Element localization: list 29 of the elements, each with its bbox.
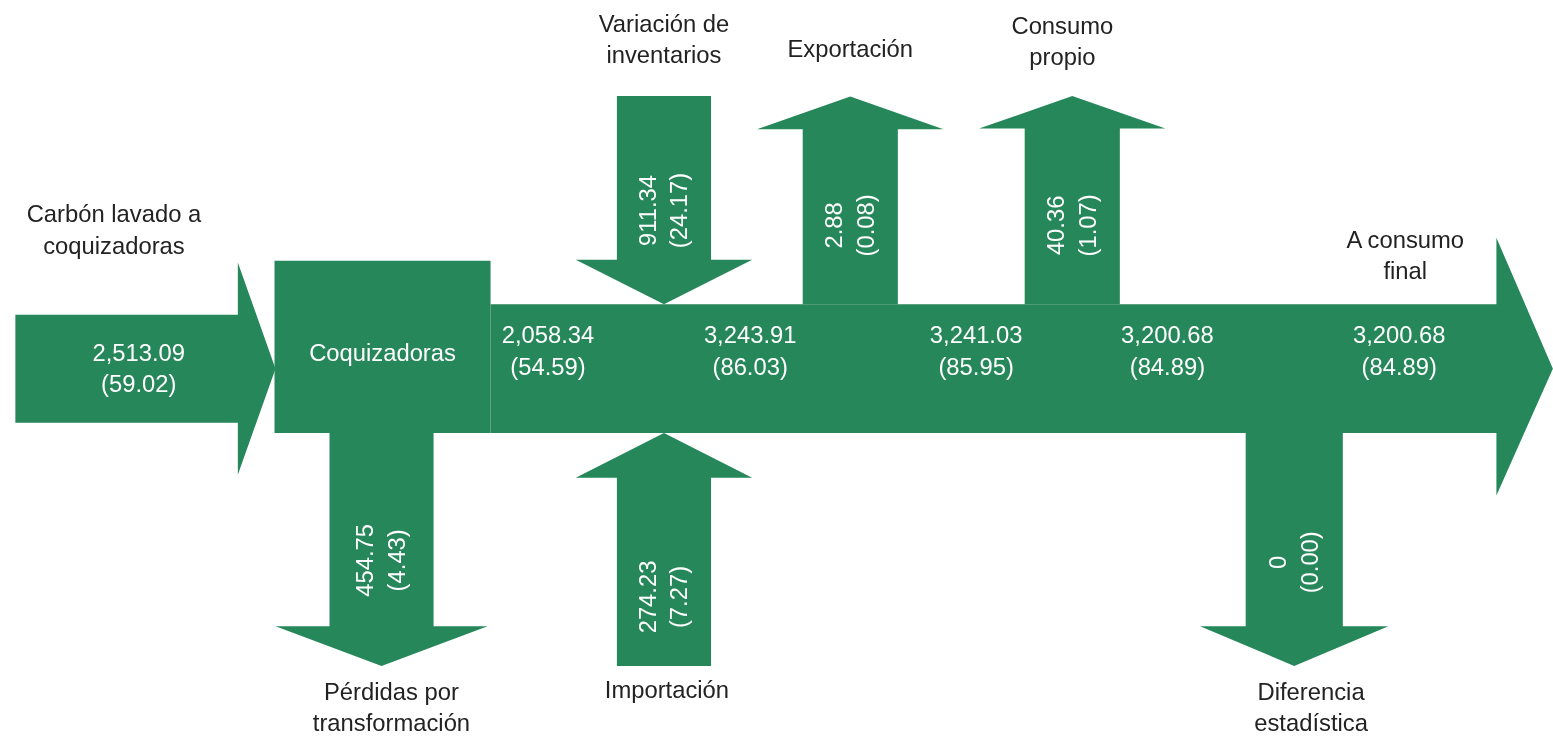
flow-label: Carbón lavado a coquizadoras (7, 198, 221, 263)
flow-arrow (275, 433, 488, 666)
flow-label: Consumo propio (993, 9, 1132, 75)
edge-label: 274.23 (7.27) (632, 559, 694, 636)
flow-value: 3,200.68 (84.89) (1352, 320, 1447, 382)
flow-value: 3,200.68 (84.89) (1120, 320, 1215, 382)
edge-label: 454.75 (4.43) (350, 522, 412, 599)
flow-label: Exportación (766, 33, 935, 66)
flow-label: A consumo final (1345, 224, 1466, 287)
flow-arrow (575, 95, 753, 305)
flow-arrow (757, 96, 944, 305)
process-box (274, 260, 491, 434)
edge-label: 40.36 (1.07) (1041, 193, 1102, 259)
flow-arrow (979, 95, 1166, 305)
edge-label: 2.88 (0.08) (819, 193, 880, 259)
flow-arrow (575, 433, 753, 666)
flow-value: 3,243.91 (86.03) (702, 320, 798, 382)
flow-value: 2,058.34 (54.59) (500, 320, 596, 382)
flow-arrow (15, 262, 276, 475)
flow-value: Coquizadoras (308, 337, 457, 368)
flow-value: 3,241.03 (85.95) (928, 320, 1024, 382)
flow-arrow (1200, 433, 1389, 666)
flow-label: Pérdidas por transformación (292, 675, 491, 741)
edge-label: 0 (0.00) (1263, 530, 1324, 596)
flow-label: Importación (582, 673, 752, 706)
edge-label: 911.34 (24.17) (632, 171, 694, 251)
edge-label: 2,513.09 (59.02) (91, 337, 186, 400)
flow-label: Diferencia estadística (1226, 675, 1396, 741)
flow-label: Variación de inventarios (579, 7, 749, 73)
